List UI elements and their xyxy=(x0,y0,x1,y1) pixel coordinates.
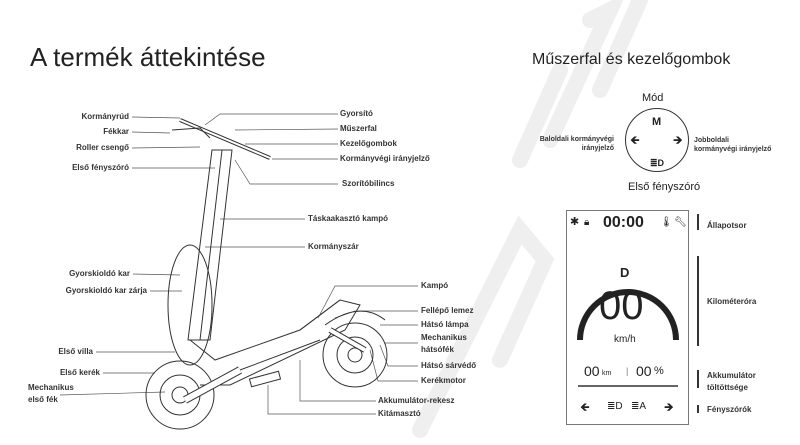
label-tail-light: Hátsó lámpa xyxy=(421,320,469,329)
label-speedometer: Kilométeróra xyxy=(707,297,757,306)
label-handlebar: Kormányrúd xyxy=(81,112,129,121)
status-bar-bracket xyxy=(697,214,699,230)
speedometer-bracket xyxy=(697,256,699,346)
label-rear-fender: Hátsó sárvédő xyxy=(421,361,477,370)
left-signal-icon: 🡸 xyxy=(580,400,590,414)
label-headlight: Első fényszóró xyxy=(72,163,129,172)
battery-number: 00 xyxy=(636,363,652,379)
label-front-brake-1: Mechanikus xyxy=(28,383,74,392)
left-signal-label-2: irányjelző xyxy=(581,145,614,152)
separator: | xyxy=(626,366,629,376)
left-signal-label-1: Baloldali kormányvégi xyxy=(539,136,614,143)
label-lights: Fényszórók xyxy=(707,405,752,414)
label-front-fork: Első villa xyxy=(58,347,93,356)
label-turn-signal: Kormányvégi irányjelző xyxy=(340,154,430,163)
label-status-bar: Állapotsor xyxy=(707,221,747,230)
headlight-icon: ≣D xyxy=(607,401,623,412)
label-rear-brake-2: hátsófék xyxy=(421,345,454,354)
speed-gauge-arc xyxy=(577,289,679,341)
battery-unit: % xyxy=(654,365,664,377)
label-kickstand: Kitámasztó xyxy=(378,409,421,418)
page-title: A termék áttekintése xyxy=(30,42,266,72)
mode-button[interactable]: M xyxy=(652,116,662,128)
right-signal-label-2: kormányvégi irányjelző xyxy=(694,146,772,153)
label-front-wheel: Első kerék xyxy=(59,368,100,377)
lock-icon: 🔒︎ xyxy=(584,217,590,228)
right-arrow-icon[interactable]: 🡺 xyxy=(673,133,683,147)
battery-bracket xyxy=(697,370,699,388)
label-control-buttons: Kezelőgombok xyxy=(340,139,397,148)
clock: 00:00 xyxy=(603,214,644,231)
display-screen xyxy=(566,210,689,425)
left-arrow-icon[interactable]: 🡸 xyxy=(630,133,640,147)
control-pad xyxy=(625,108,689,172)
label-battery-compartment: Akkumulátor-rekesz xyxy=(378,396,455,405)
label-hub-motor: Kerékmotor xyxy=(421,376,466,385)
drive-mode: D xyxy=(620,265,630,280)
label-throttle: Gyorsító xyxy=(340,109,373,118)
label-battery-2: töltöttsége xyxy=(707,383,748,392)
headlight-label: Első fényszóró xyxy=(628,181,701,193)
label-hook: Kampó xyxy=(421,281,449,290)
right-signal-icon: 🡺 xyxy=(664,400,674,414)
distance-unit: km xyxy=(602,370,612,377)
label-clamp: Szorítóbilincs xyxy=(342,179,395,188)
leader-lines xyxy=(59,113,418,415)
label-stem: Kormányszár xyxy=(308,242,359,251)
label-deck: Fellépő lemez xyxy=(421,306,474,315)
label-brake-lever: Fékkar xyxy=(103,127,129,136)
label-battery-1: Akkumulátor xyxy=(707,371,756,380)
scooter xyxy=(145,118,388,430)
lights-bracket xyxy=(697,405,699,413)
label-quick-release-lock: Gyorskioldó kar zárja xyxy=(65,286,147,295)
bluetooth-icon: ✱ xyxy=(570,216,580,228)
right-signal-label-1: Jobboldali xyxy=(694,137,729,144)
label-quick-release: Gyorskioldó kar xyxy=(69,269,130,278)
label-rear-brake-1: Mechanikus xyxy=(421,333,467,342)
label-front-brake-2: első fék xyxy=(28,395,58,404)
headlight-button[interactable]: ≣D xyxy=(650,158,665,168)
label-bag-hook: Táskaakasztó kampó xyxy=(308,214,389,223)
speed-value: 00 xyxy=(599,284,644,328)
speed-unit: km/h xyxy=(614,334,636,345)
wrench-icon: 🔧︎ xyxy=(674,217,687,228)
distance-number: 00 xyxy=(584,363,600,379)
panel-title: Műszerfal és kezelőgombok xyxy=(532,51,731,68)
thermometer-icon: 🌡︎ xyxy=(660,217,673,228)
label-dashboard: Műszerfal xyxy=(340,124,377,133)
label-bell: Roller csengő xyxy=(76,143,129,152)
mode-label: Mód xyxy=(642,92,664,104)
auto-headlight-icon: ≣A xyxy=(631,401,647,412)
